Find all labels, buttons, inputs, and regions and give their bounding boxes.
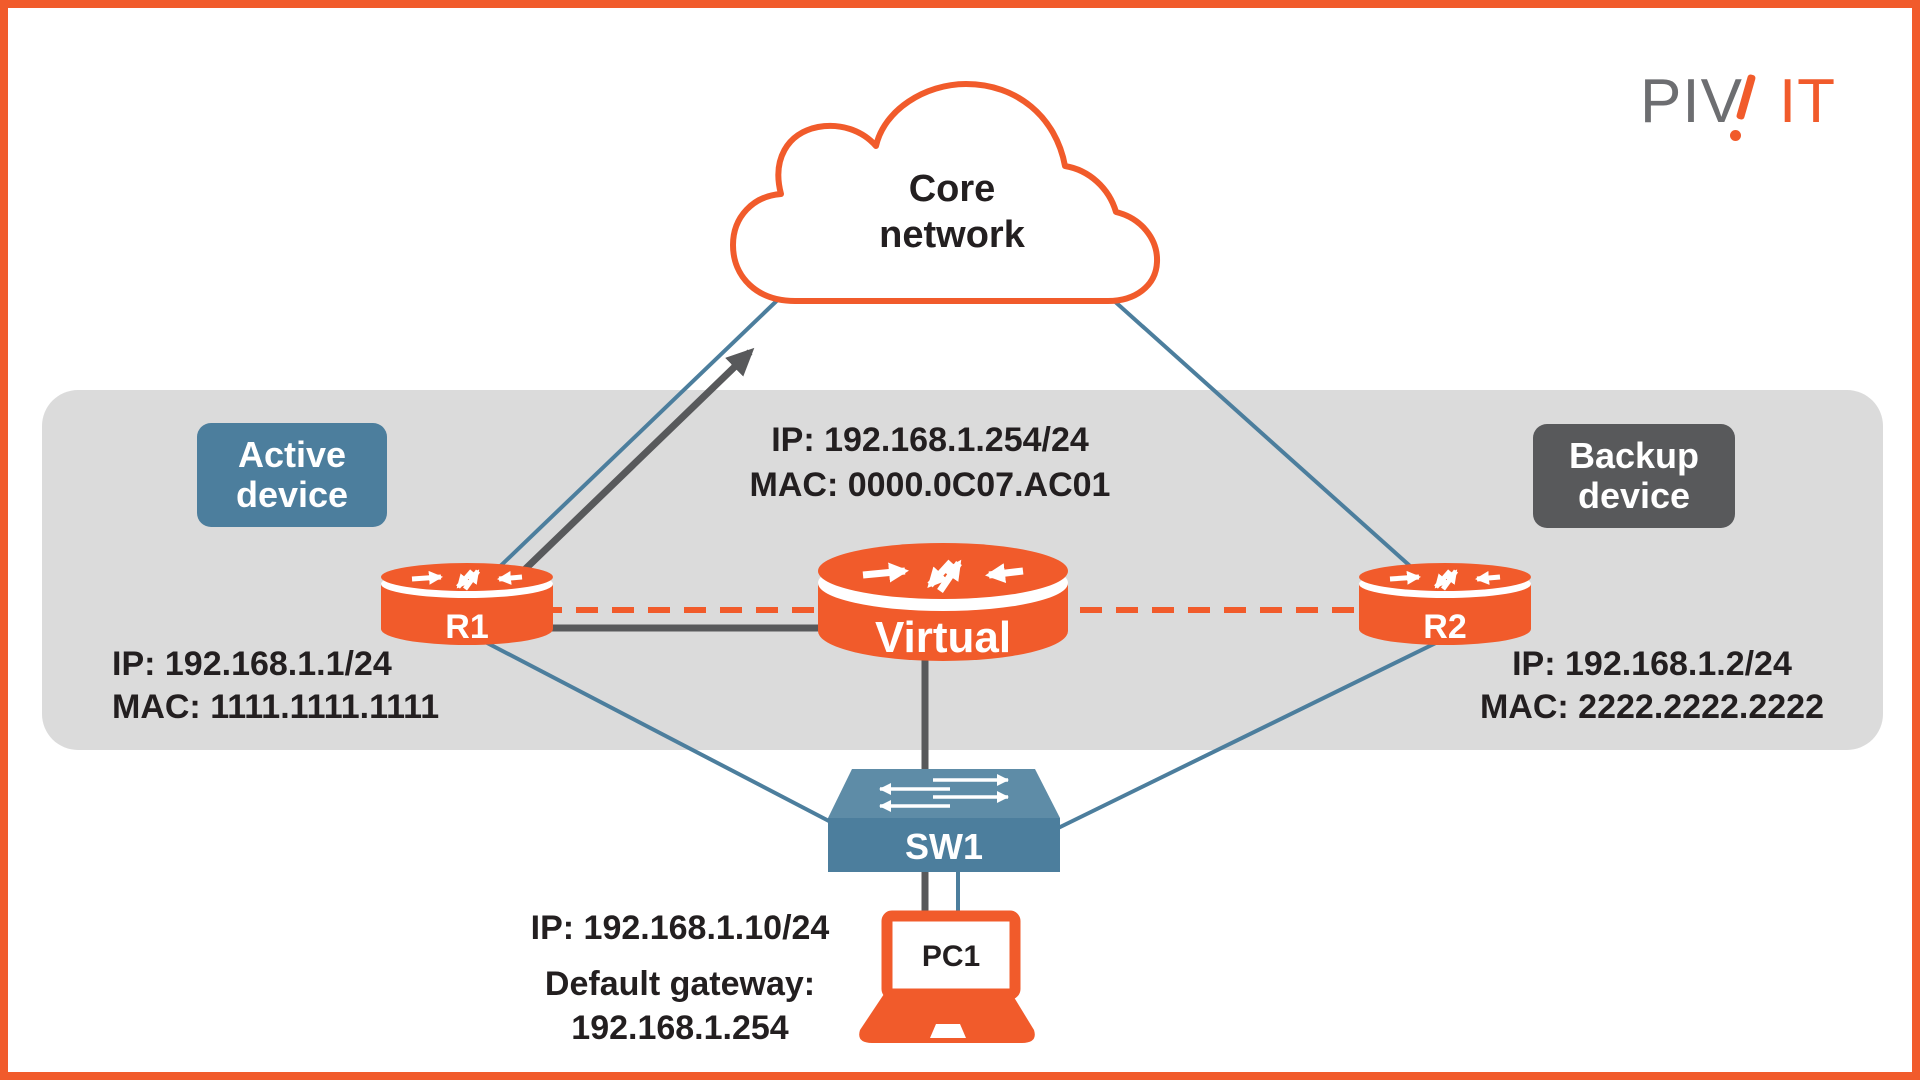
active-device-badge-line1: Active <box>237 434 347 475</box>
router-r1-label: R1 <box>445 608 489 646</box>
backup-device-badge-line2: device <box>1577 475 1691 516</box>
r2-mac-text: MAC: 2222.2222.2222 <box>1479 688 1824 726</box>
logo-text-it: IT <box>1778 67 1837 136</box>
laptop-pc1-icon <box>859 910 1035 1043</box>
r1-ip-text: IP: 192.168.1.1/24 <box>112 645 392 683</box>
active-device-badge-line2: device <box>235 474 349 515</box>
logo-dot <box>1730 130 1741 141</box>
link-r2-sw1 <box>1049 636 1447 834</box>
r1-address-info: IP: 192.168.1.1/24 MAC: 1111.1111.1111 <box>112 643 632 729</box>
router-r2-label: R2 <box>1423 608 1467 646</box>
link-cloud-r2 <box>1100 288 1450 602</box>
link-r1-sw1 <box>469 632 851 834</box>
pc1-ip-text: IP: 192.168.1.10/24 <box>530 909 830 947</box>
virtual-router-label: Virtual <box>874 613 1012 662</box>
core-network-cloud <box>730 81 1161 304</box>
r2-address-info: IP: 192.168.1.2/24 MAC: 2222.2222.2222 <box>1402 643 1902 729</box>
core-network-label-line1: Core <box>908 168 996 210</box>
pc1-address-info: IP: 192.168.1.10/24 Default gateway: 192… <box>430 906 930 1050</box>
virtual-router-icon <box>818 543 1068 661</box>
switch-sw1-label: SW1 <box>904 826 983 867</box>
switch-sw1-icon <box>828 769 1060 872</box>
core-network-label: Core network <box>802 166 1102 258</box>
pc1-label: PC1 <box>921 940 981 973</box>
r2-ip-text: IP: 192.168.1.2/24 <box>1512 645 1792 683</box>
r1-mac-text: MAC: 1111.1111.1111 <box>112 688 440 726</box>
backup-device-badge: Backup device <box>1533 424 1735 528</box>
logo-text-piv: PIV <box>1640 67 1743 136</box>
link-cloud-r1 <box>463 288 790 602</box>
core-network-label-line2: network <box>879 214 1025 256</box>
traffic-arrow-r1-cloud <box>513 347 755 581</box>
pc1-gateway-label: Default gateway: <box>544 965 816 1003</box>
pivit-logo: PIV IT <box>1640 66 1880 156</box>
virtual-router-address-info: IP: 192.168.1.254/24 MAC: 0000.0C07.AC01 <box>630 418 1230 508</box>
active-device-badge: Active device <box>197 423 387 527</box>
backup-device-badge-line1: Backup <box>1568 435 1700 476</box>
virtual-mac-text: MAC: 0000.0C07.AC01 <box>749 466 1111 504</box>
virtual-ip-text: IP: 192.168.1.254/24 <box>771 421 1089 459</box>
pc1-gateway-value: 192.168.1.254 <box>571 1009 789 1047</box>
